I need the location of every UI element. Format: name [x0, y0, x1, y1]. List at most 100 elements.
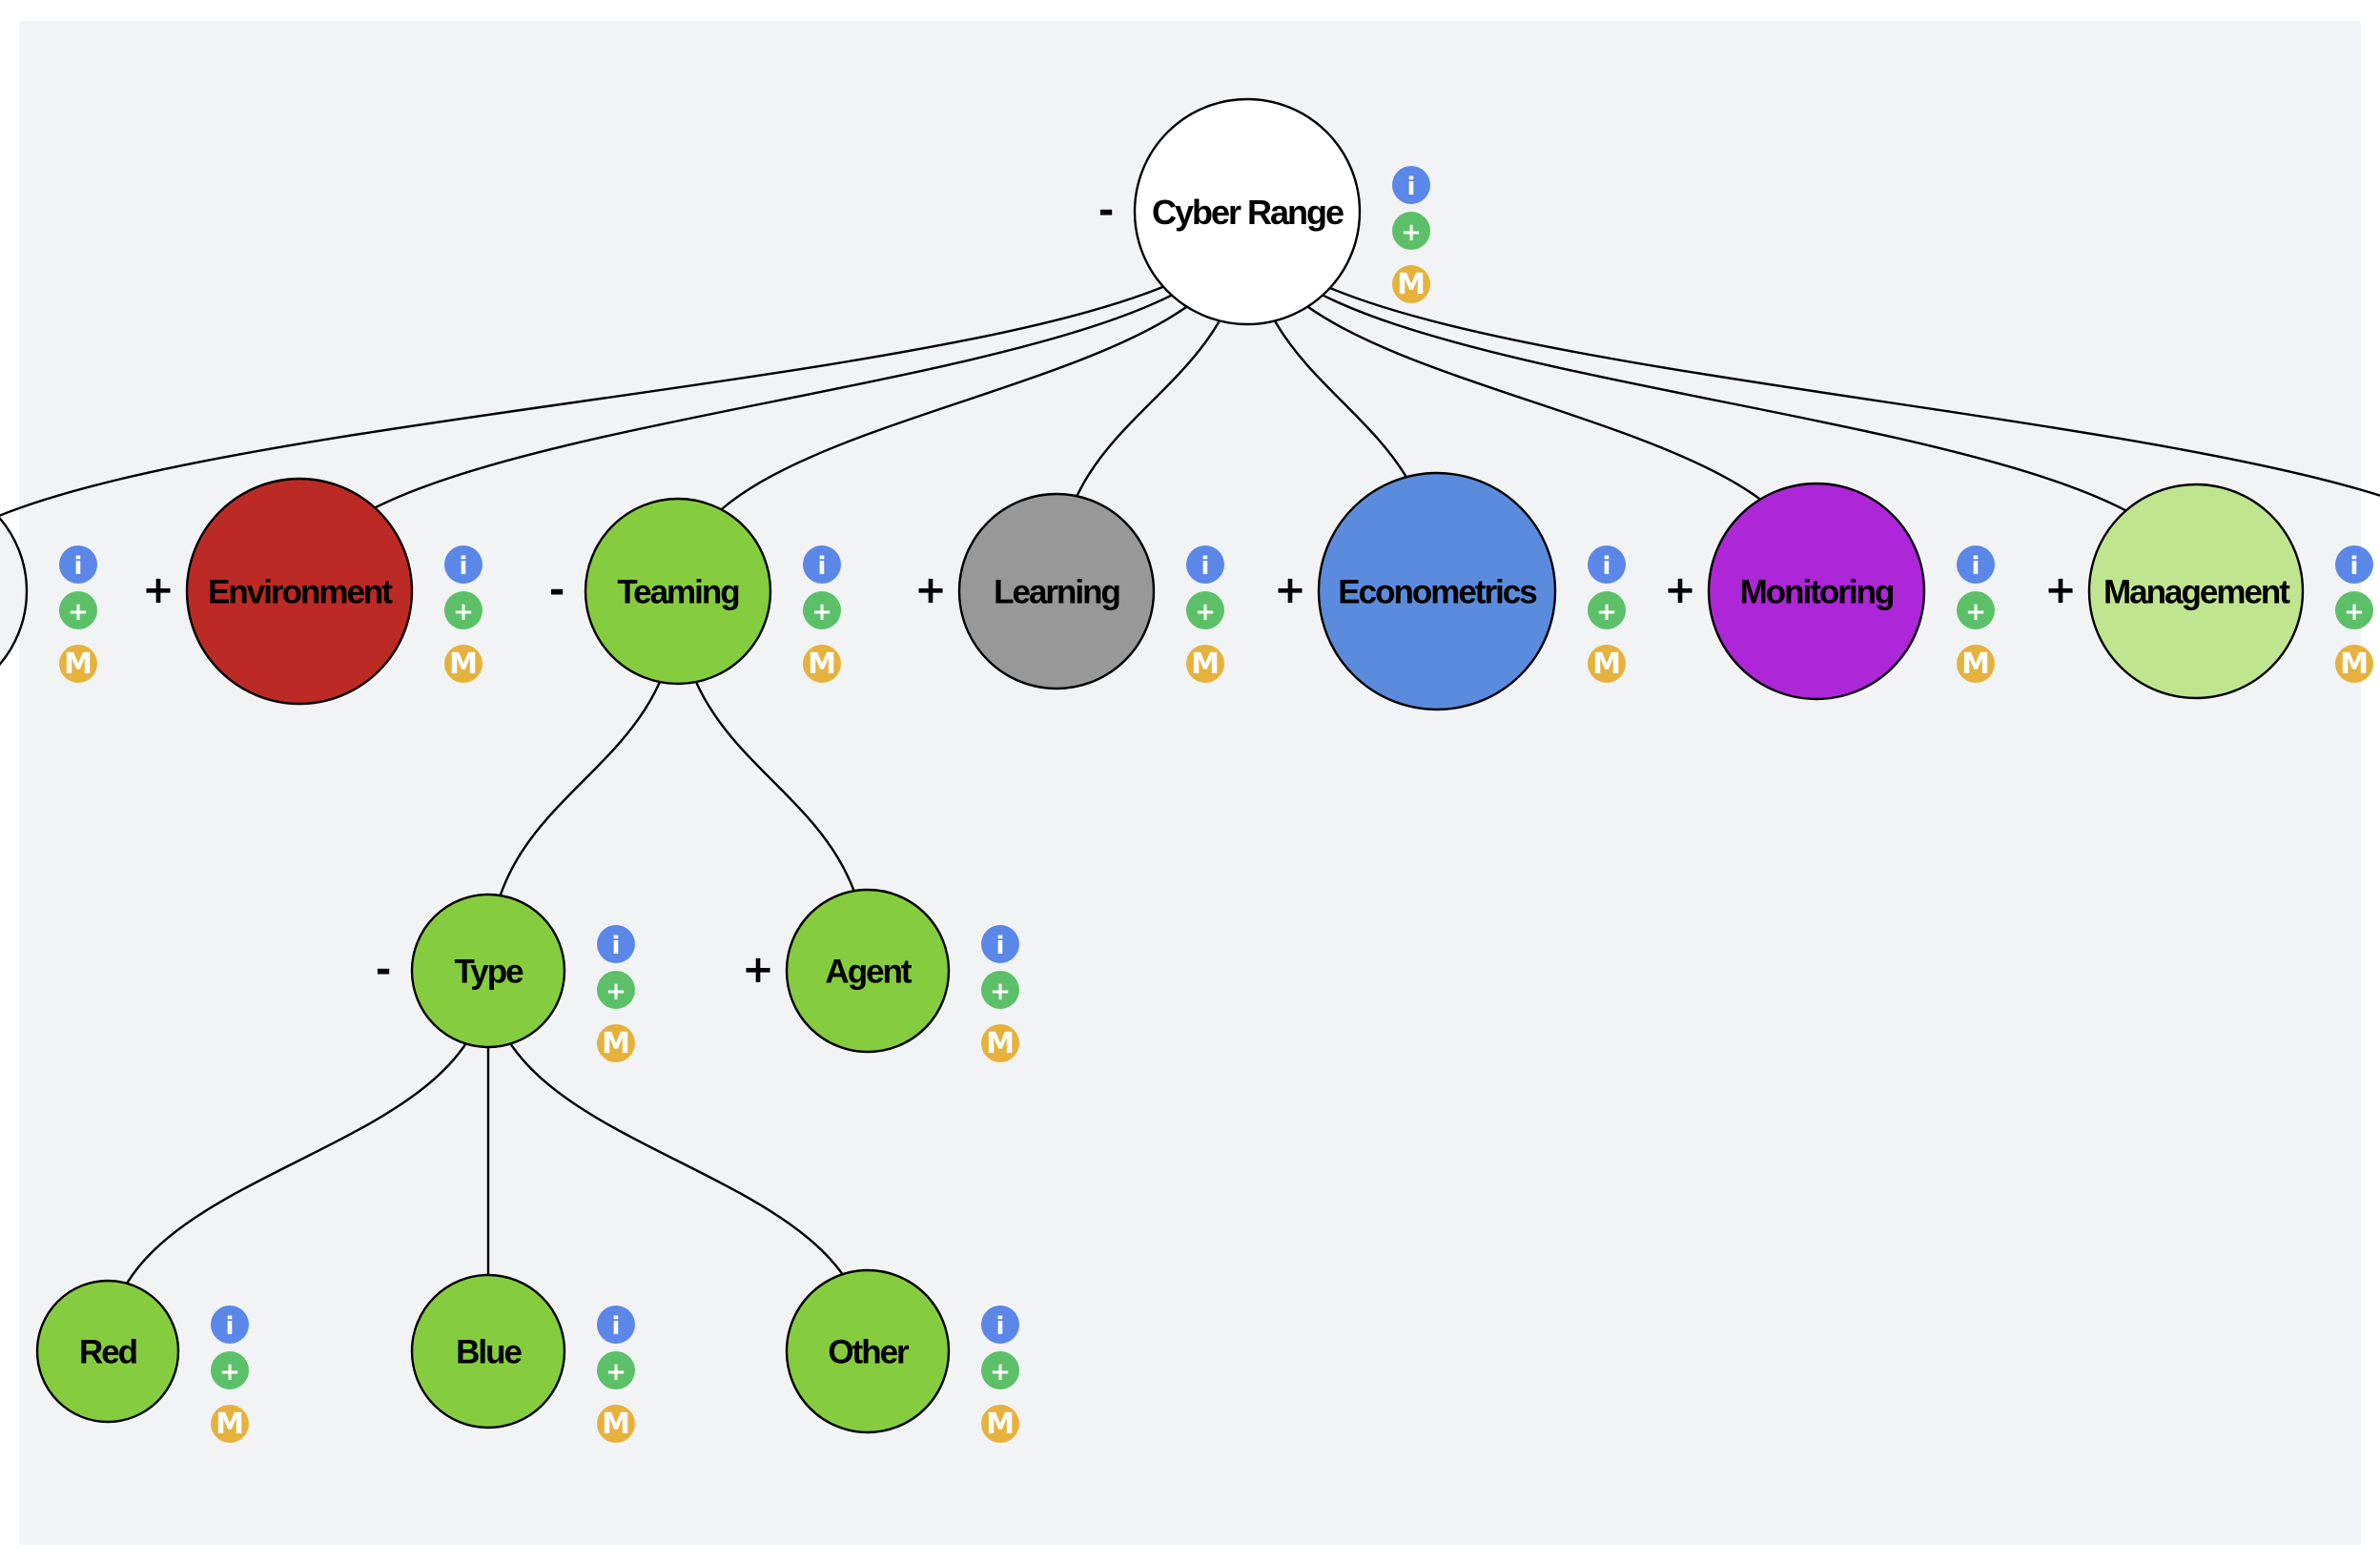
node-learning[interactable]: Learning+i+M — [914, 492, 1224, 690]
node-blue-circle[interactable] — [410, 1273, 566, 1429]
info-badge-icon[interactable]: i — [211, 1306, 249, 1344]
add-badge-icon[interactable]: + — [597, 1351, 635, 1389]
node-econometrics-label: Econometrics — [1338, 574, 1537, 611]
node-teaming-circle[interactable] — [584, 497, 772, 686]
svg-text:i: i — [612, 932, 621, 960]
node-agent-circle[interactable] — [785, 888, 951, 1054]
nodes-layer: Cyber Range-i+Mi+MEnvironment+i+MTeaming… — [0, 97, 2373, 1443]
svg-text:+: + — [1195, 598, 1216, 627]
node-environment-label: Environment — [208, 574, 393, 611]
collapse-icon[interactable]: - — [549, 568, 565, 612]
m-badge-icon[interactable]: M — [1588, 645, 1626, 683]
svg-text:+: + — [605, 977, 626, 1006]
m-badge-icon[interactable]: M — [59, 645, 97, 683]
node-cyber-range-circle[interactable] — [1133, 97, 1362, 326]
node-type-circle[interactable] — [410, 893, 566, 1049]
info-badge-icon[interactable]: i — [803, 545, 841, 584]
node-econometrics[interactable]: Econometrics + i + M — [1274, 471, 1626, 711]
node-environment[interactable]: Environment + i + M — [142, 477, 482, 706]
m-badge-icon[interactable]: M — [803, 645, 841, 683]
m-badge-icon[interactable]: M — [981, 1405, 1019, 1443]
node-type-label: Type — [454, 954, 523, 991]
collapse-icon[interactable]: - — [1098, 189, 1115, 233]
svg-text:+: + — [990, 1358, 1011, 1387]
info-badge-icon[interactable]: i — [444, 545, 482, 584]
expand-icon[interactable]: + — [1664, 568, 1696, 612]
node-red-label: Red — [79, 1334, 137, 1371]
node-teaming[interactable]: Teaming - i + M — [549, 497, 841, 686]
m-badge-icon[interactable]: M — [597, 1405, 635, 1443]
expand-icon[interactable]: + — [914, 568, 947, 612]
info-badge-icon[interactable]: i — [1957, 545, 1995, 584]
node-management-label: Management — [2103, 574, 2290, 611]
node-offscreen-left-circle[interactable] — [0, 479, 29, 704]
node-cyber-range[interactable]: Cyber Range- i + M — [1098, 97, 1430, 326]
svg-text:i: i — [996, 1312, 1005, 1341]
add-badge-icon[interactable]: + — [59, 591, 97, 629]
svg-text:M: M — [1191, 648, 1220, 681]
svg-text:+: + — [453, 598, 474, 627]
add-badge-icon[interactable]: + — [981, 1351, 1019, 1389]
info-badge-icon[interactable]: i — [2335, 545, 2373, 584]
info-badge-icon[interactable]: i — [597, 1306, 635, 1344]
expand-icon[interactable]: + — [2044, 568, 2077, 612]
m-badge-icon[interactable]: M — [1957, 645, 1995, 683]
node-management[interactable]: Management + i + M — [2044, 483, 2373, 700]
svg-text:M: M — [602, 1408, 630, 1441]
add-badge-icon[interactable]: + — [1186, 591, 1224, 629]
add-badge-icon[interactable]: + — [597, 971, 635, 1009]
node-management-circle[interactable] — [2087, 483, 2305, 700]
node-red-circle[interactable] — [35, 1279, 180, 1424]
add-badge-icon[interactable]: + — [2335, 591, 2373, 629]
node-offscreen-left[interactable]: i + M — [0, 479, 97, 704]
m-badge-icon[interactable]: M — [597, 1024, 635, 1062]
svg-text:i: i — [74, 552, 83, 581]
svg-text:M: M — [986, 1027, 1015, 1060]
m-badge-icon[interactable]: M — [211, 1405, 249, 1443]
m-badge-icon[interactable]: M — [444, 645, 482, 683]
node-teaming-label: Teaming — [617, 574, 739, 611]
m-badge-icon[interactable]: M — [1392, 265, 1430, 303]
svg-text:i: i — [1407, 173, 1416, 201]
info-badge-icon[interactable]: i — [1186, 545, 1224, 584]
add-badge-icon[interactable]: + — [981, 971, 1019, 1009]
collapse-icon[interactable]: - — [376, 948, 392, 992]
expand-icon[interactable]: + — [142, 568, 174, 612]
svg-text:i: i — [460, 552, 468, 581]
m-badge-icon[interactable]: M — [2335, 645, 2373, 683]
info-badge-icon[interactable]: i — [59, 545, 97, 584]
info-badge-icon[interactable]: i — [597, 925, 635, 963]
add-badge-icon[interactable]: + — [1957, 591, 1995, 629]
node-monitoring-circle[interactable] — [1707, 482, 1926, 701]
node-type[interactable]: Type - i + M — [376, 893, 635, 1062]
add-badge-icon[interactable]: + — [803, 591, 841, 629]
svg-text:M: M — [986, 1408, 1015, 1441]
node-red[interactable]: Red i + M — [35, 1279, 249, 1443]
info-badge-icon[interactable]: i — [1588, 545, 1626, 584]
node-monitoring-label: Monitoring — [1740, 574, 1894, 611]
node-agent[interactable]: Agent+i+M — [742, 888, 1019, 1062]
svg-text:+: + — [811, 598, 832, 627]
info-badge-icon[interactable]: i — [981, 1306, 1019, 1344]
node-learning-circle[interactable] — [957, 492, 1156, 690]
add-badge-icon[interactable]: + — [444, 591, 482, 629]
node-cyber-range-label: Cyber Range — [1152, 193, 1344, 232]
add-badge-icon[interactable]: + — [1392, 212, 1430, 250]
node-econometrics-circle[interactable] — [1317, 471, 1557, 711]
add-badge-icon[interactable]: + — [1588, 591, 1626, 629]
m-badge-icon[interactable]: M — [1186, 645, 1224, 683]
svg-text:+: + — [2344, 598, 2365, 627]
info-badge-icon[interactable]: i — [1392, 166, 1430, 204]
add-badge-icon[interactable]: + — [211, 1351, 249, 1389]
svg-text:M: M — [1397, 268, 1426, 301]
info-badge-icon[interactable]: i — [981, 925, 1019, 963]
expand-icon[interactable]: + — [742, 948, 774, 992]
m-badge-icon[interactable]: M — [981, 1024, 1019, 1062]
node-monitoring[interactable]: Monitoring + i + M — [1664, 482, 1995, 701]
expand-icon[interactable]: + — [1274, 568, 1306, 612]
node-other-circle[interactable] — [785, 1268, 951, 1434]
svg-text:i: i — [996, 932, 1005, 960]
node-environment-circle[interactable] — [185, 477, 414, 706]
